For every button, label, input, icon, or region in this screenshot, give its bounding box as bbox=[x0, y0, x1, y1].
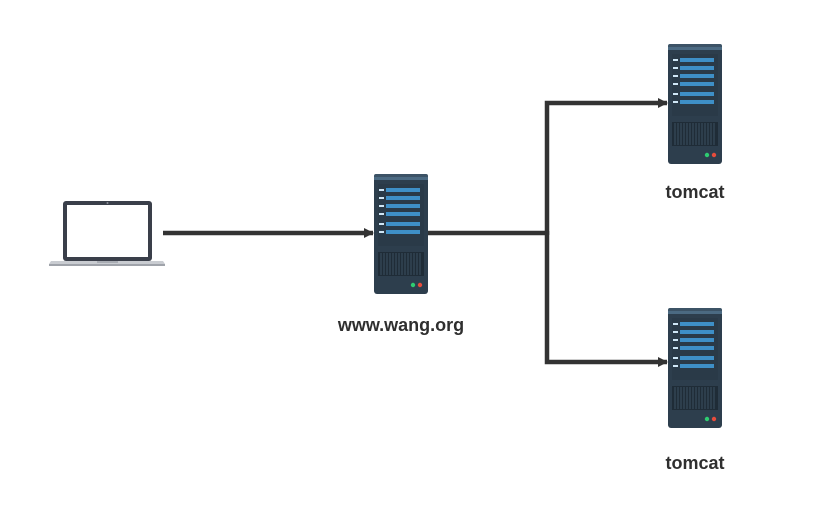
server-icon-tomcat-1 bbox=[668, 44, 722, 164]
edge-proxy-to-tomcat-2 bbox=[544, 231, 668, 367]
server-icon-tomcat-2 bbox=[668, 308, 722, 428]
proxy-server-label: www.wang.org bbox=[337, 315, 465, 335]
edges bbox=[163, 98, 668, 367]
tomcat-server-1-label: tomcat bbox=[665, 182, 725, 202]
server-icon-proxy bbox=[374, 174, 428, 294]
edge-proxy-to-tomcat-1 bbox=[544, 98, 668, 235]
tomcat-server-2-label: tomcat bbox=[665, 453, 725, 473]
laptop-icon bbox=[49, 201, 165, 266]
